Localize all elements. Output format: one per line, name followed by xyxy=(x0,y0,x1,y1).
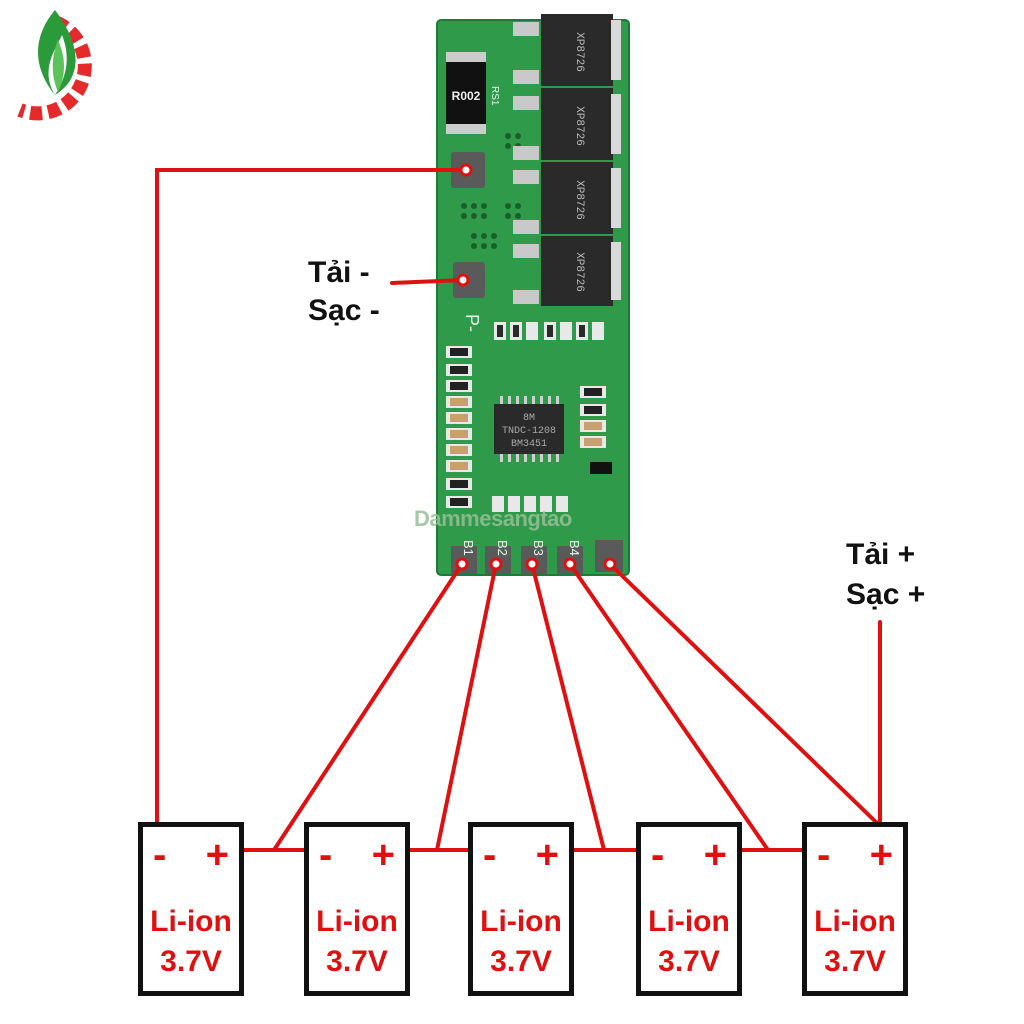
svg-text:XP8726: XP8726 xyxy=(573,180,585,220)
svg-text:B3: B3 xyxy=(531,540,546,556)
wire-b2 xyxy=(435,562,498,852)
cell-positive-terminal: + xyxy=(205,833,229,877)
cell-negative-terminal: - xyxy=(319,833,333,877)
svg-text:B2: B2 xyxy=(495,540,510,556)
svg-text:BM3451: BM3451 xyxy=(511,439,547,450)
logo-icon xyxy=(17,10,92,121)
wire-b3 xyxy=(530,562,606,852)
mosfet-3: XP8726 xyxy=(513,162,621,234)
cell-positive-terminal: + xyxy=(535,833,559,877)
cell-chemistry: Li-ion xyxy=(480,905,562,938)
wire-b4 xyxy=(568,562,770,852)
svg-text:XP8726: XP8726 xyxy=(573,32,585,72)
battery-cell-2: - + Li-ion 3.7V xyxy=(304,822,410,996)
svg-text:TNDC-1208: TNDC-1208 xyxy=(502,426,556,437)
smd-column-right xyxy=(580,386,612,474)
wire-bplus xyxy=(608,562,882,828)
smd-column-left xyxy=(446,346,472,508)
leader-load-neg xyxy=(390,278,465,285)
watermark: Dammesangtao xyxy=(414,506,572,531)
cell-voltage: 3.7V xyxy=(490,945,552,978)
mosfet-group: XP8726 XP8726 XP8726 XP8726 xyxy=(513,14,621,306)
cell-negative-terminal: - xyxy=(483,833,497,877)
cell-negative-terminal: - xyxy=(153,833,167,877)
shunt-resistor xyxy=(446,52,486,134)
battery-cell-5: - + Li-ion 3.7V xyxy=(802,822,908,996)
balance-pads: B1 B2 B3 B4 xyxy=(451,540,623,574)
svg-text:XP8726: XP8726 xyxy=(573,106,585,146)
solder-points xyxy=(455,163,617,571)
battery-cell-1: - + Li-ion 3.7V xyxy=(138,822,244,996)
cell-negative-terminal: - xyxy=(817,833,831,877)
mosfet-1: XP8726 xyxy=(513,14,621,86)
shunt-marking: R002 xyxy=(452,89,481,103)
cell-voltage: 3.7V xyxy=(326,945,388,978)
cell-positive-terminal: + xyxy=(371,833,395,877)
bms-ic: 8M TNDC-1208 BM3451 xyxy=(494,396,564,462)
label-load-negative: Tải - xyxy=(308,256,370,289)
battery-cell-3: - + Li-ion 3.7V xyxy=(468,822,574,996)
svg-text:8M: 8M xyxy=(523,413,535,424)
cell-positive-terminal: + xyxy=(869,833,893,877)
wire-b1 xyxy=(272,562,464,852)
svg-text:B1: B1 xyxy=(461,540,476,556)
cell-positive-terminal: + xyxy=(703,833,727,877)
pad-p-minus-label: P- xyxy=(462,314,482,332)
mosfet-4: XP8726 xyxy=(513,236,621,306)
cell-voltage: 3.7V xyxy=(658,945,720,978)
cell-voltage: 3.7V xyxy=(160,945,222,978)
label-load-positive: Tải + xyxy=(846,538,916,571)
shunt-ref-label: RS1 xyxy=(489,86,500,106)
mosfet-2: XP8726 xyxy=(513,88,621,160)
cell-chemistry: Li-ion xyxy=(814,905,896,938)
bms-pcb: R002 RS1 P- XP8726 xyxy=(436,14,630,576)
label-charge-positive: Sạc + xyxy=(846,578,926,611)
cell-negative-terminal: - xyxy=(651,833,665,877)
smd-row-bottom xyxy=(492,496,568,512)
cell-chemistry: Li-ion xyxy=(150,905,232,938)
cell-chemistry: Li-ion xyxy=(316,905,398,938)
battery-cell-4: - + Li-ion 3.7V xyxy=(636,822,742,996)
label-charge-negative: Sạc - xyxy=(308,294,380,327)
wire-p-minus-to-cell1-neg xyxy=(155,168,468,828)
svg-text:XP8726: XP8726 xyxy=(573,252,585,292)
cell-voltage: 3.7V xyxy=(824,945,886,978)
svg-text:B4: B4 xyxy=(567,540,582,556)
wiring xyxy=(155,168,882,852)
cell-chemistry: Li-ion xyxy=(648,905,730,938)
